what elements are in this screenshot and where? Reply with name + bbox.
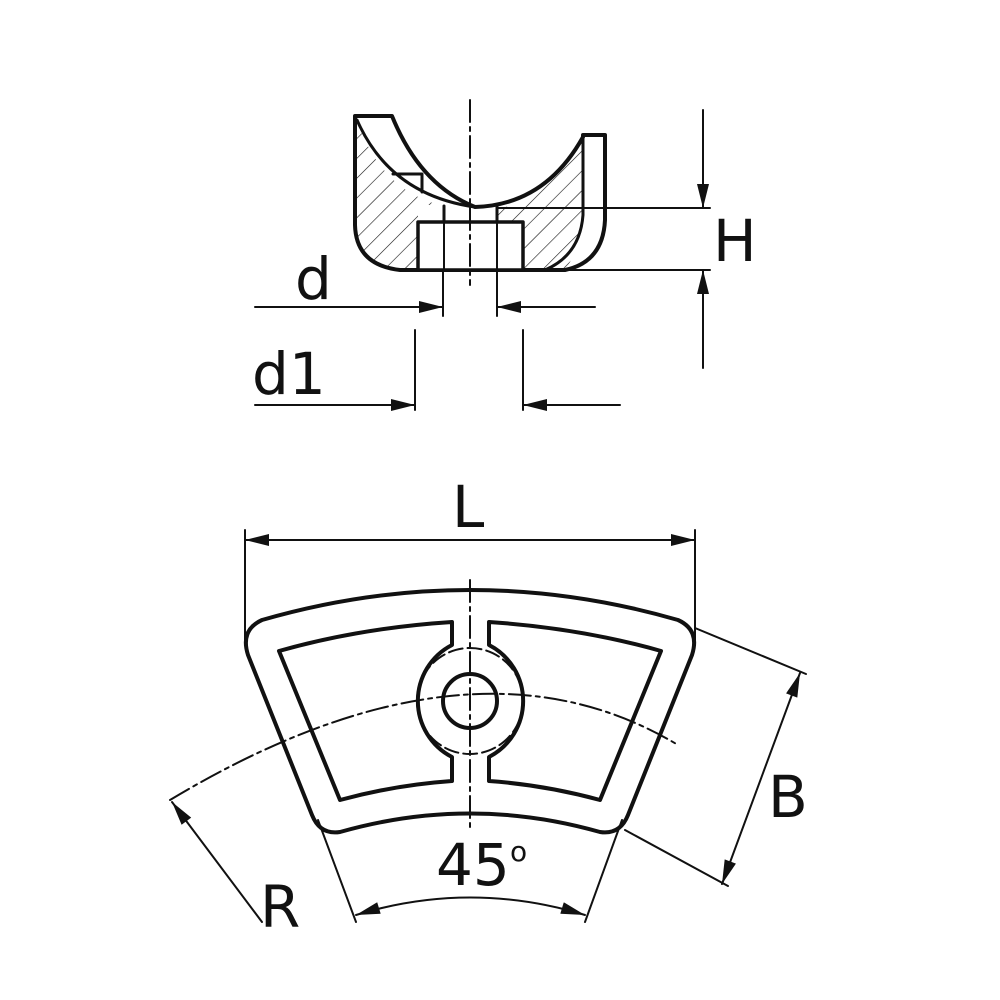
step <box>391 172 424 194</box>
label-H: H <box>713 207 757 275</box>
hatched-section <box>356 118 440 270</box>
dim-B <box>721 672 801 885</box>
saddle-inner-edge <box>355 118 477 209</box>
centerline-arc <box>169 692 679 801</box>
label-d: d <box>295 245 332 313</box>
label-R: R <box>260 873 301 941</box>
label-d1: d1 <box>252 340 326 408</box>
window-left <box>277 620 454 802</box>
dim-angle-arc <box>355 896 586 916</box>
segment-outline <box>243 588 697 835</box>
dim-R <box>171 801 263 923</box>
label-degree: o <box>510 835 528 868</box>
label-angle: 45 <box>436 831 510 899</box>
right-lip-edge <box>543 135 585 272</box>
label-L: L <box>452 473 485 541</box>
window-right <box>487 620 663 802</box>
label-B: B <box>768 763 808 831</box>
section-view <box>254 99 711 411</box>
plan-view <box>169 529 807 923</box>
